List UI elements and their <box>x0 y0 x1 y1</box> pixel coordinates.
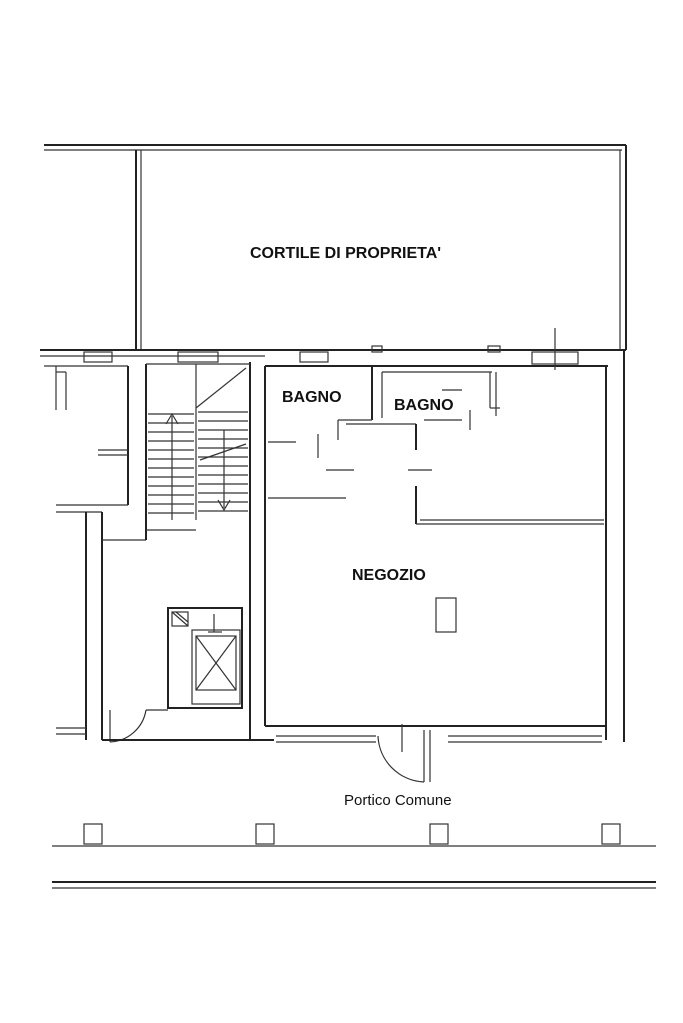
portico-label: Portico Comune <box>344 792 452 809</box>
shop-walls <box>264 366 606 743</box>
portico <box>52 823 656 889</box>
building-top-wall <box>40 328 626 370</box>
bathroom-label-2: BAGNO <box>394 397 454 414</box>
stair-core <box>145 362 251 740</box>
bathroom-label-1: BAGNO <box>282 389 342 406</box>
courtyard-outline <box>44 144 627 350</box>
left-neighbor-walls <box>44 365 146 740</box>
right-wall <box>605 350 625 742</box>
portico-pillar <box>83 823 103 845</box>
courtyard-label: CORTILE DI PROPRIETA' <box>250 245 441 262</box>
stair-entrance-door <box>102 709 274 743</box>
shop-entrance-door <box>377 724 431 783</box>
shop-column <box>435 597 457 633</box>
stair-treads <box>148 411 248 514</box>
portico-pillar <box>255 823 275 845</box>
shop-label: NEGOZIO <box>352 567 426 584</box>
stair-arrows <box>165 412 247 520</box>
bathroom-partitions <box>268 366 604 525</box>
elevator-shaft <box>167 607 243 709</box>
portico-pillar <box>429 823 449 845</box>
portico-pillar <box>601 823 621 845</box>
